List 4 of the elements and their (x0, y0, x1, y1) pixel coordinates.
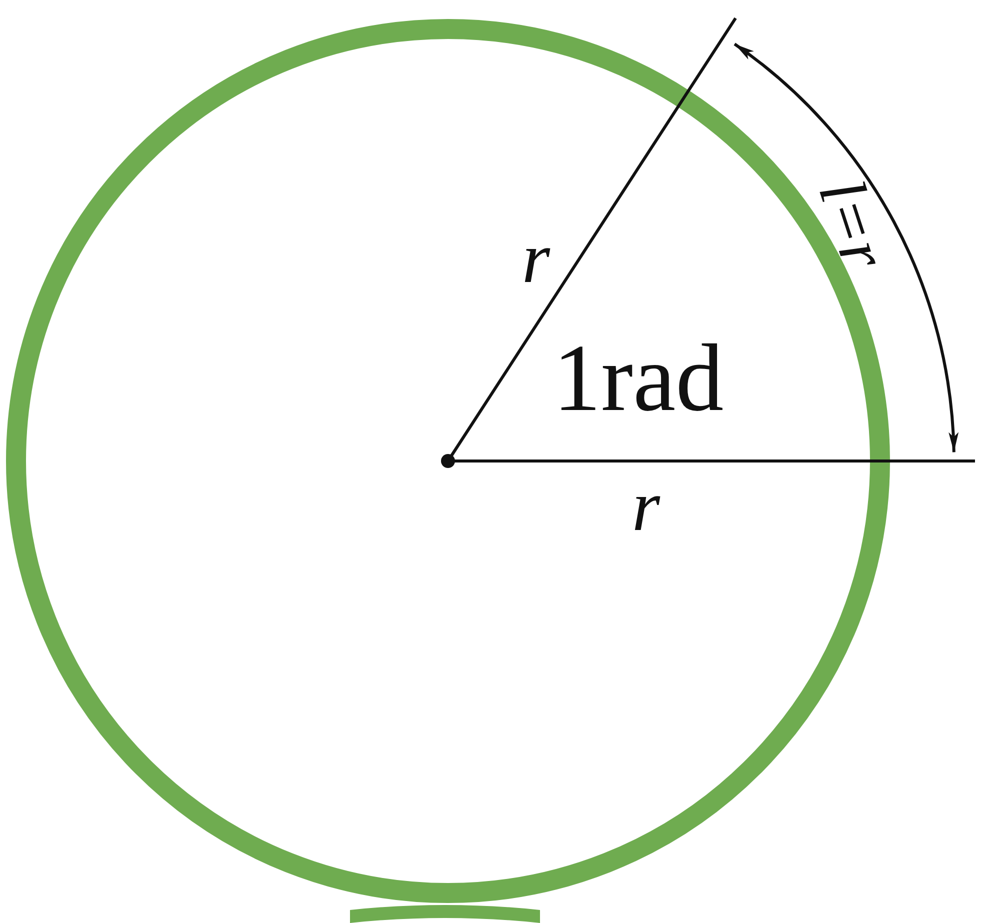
radius-label: r (632, 470, 660, 542)
arc-length-label: l=r (807, 172, 898, 277)
radius-label: r (522, 222, 550, 294)
angle-label: 1rad (553, 330, 724, 426)
